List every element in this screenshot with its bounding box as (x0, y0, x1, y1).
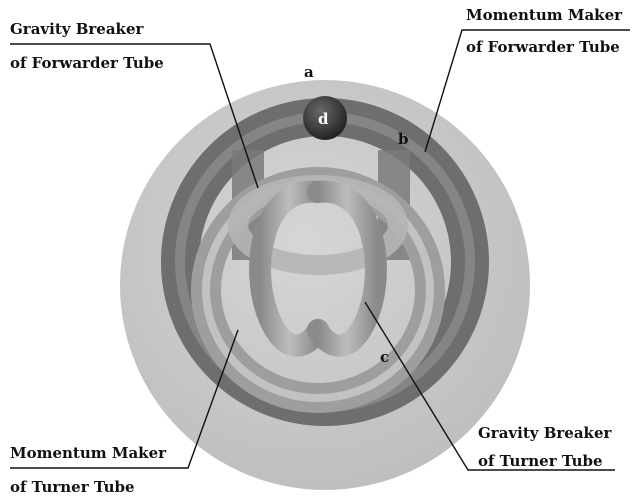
part-label-b: b (398, 130, 409, 148)
leader-bottom-left (10, 329, 239, 469)
leader-top-right (424, 29, 630, 153)
label-top-left-line1: Gravity Breaker (10, 20, 144, 38)
part-label-a: a (304, 63, 314, 81)
label-top-right-line1: Momentum Maker (466, 6, 623, 24)
turner-loop-left (249, 180, 329, 357)
label-bottom-right-line2: of Turner Tube (478, 452, 603, 470)
label-bottom-left-line1: Momentum Maker (10, 444, 167, 462)
leader-top-left (10, 43, 259, 189)
label-top-left-line2: of Forwarder Tube (10, 54, 164, 72)
label-top-right-line2: of Forwarder Tube (466, 38, 620, 56)
part-label-c: c (380, 348, 389, 366)
label-bottom-left-line2: of Turner Tube (10, 478, 135, 496)
label-bottom-right-line1: Gravity Breaker (478, 424, 612, 442)
ball (303, 96, 347, 140)
turner-loop-right (307, 180, 387, 357)
leader-bottom-right (364, 301, 615, 471)
part-label-d: d (318, 110, 329, 128)
